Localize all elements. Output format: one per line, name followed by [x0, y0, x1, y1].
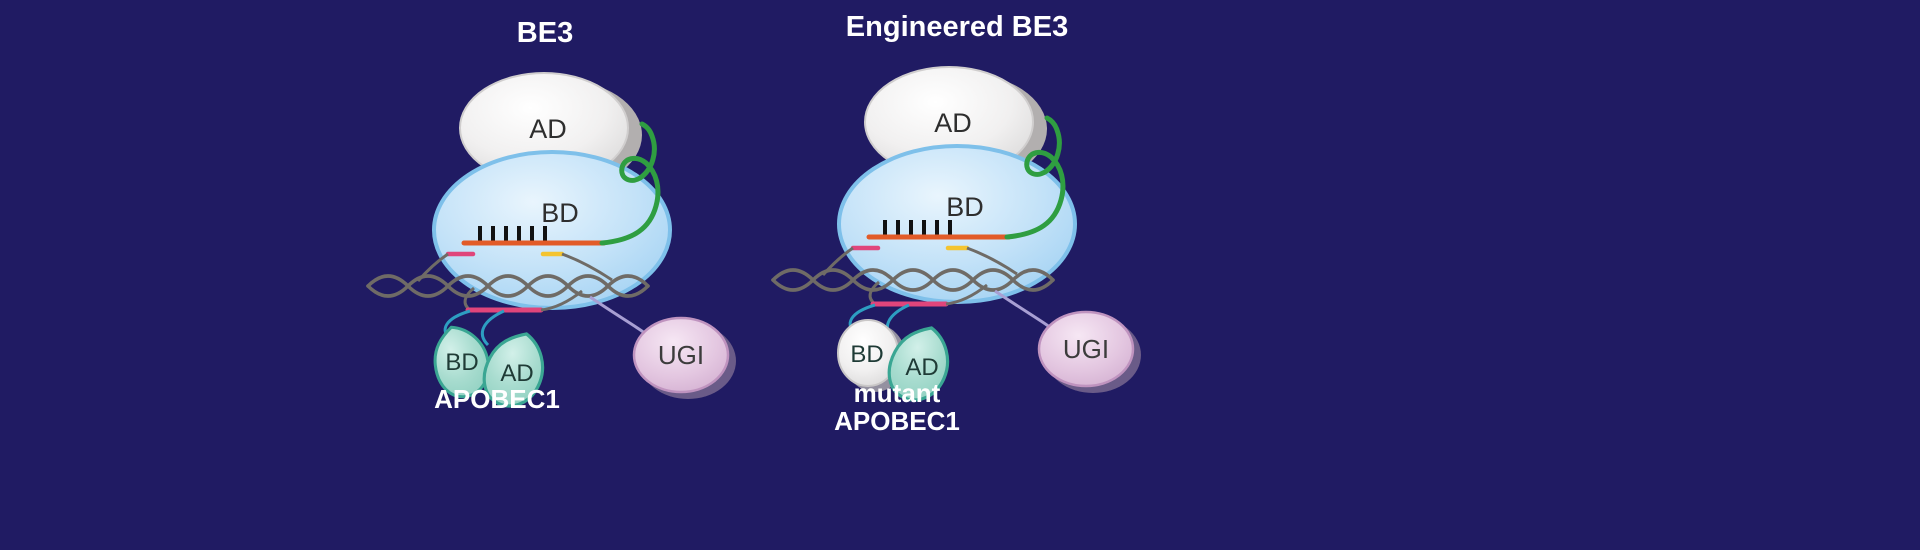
apobec-name-label: APOBEC1: [434, 384, 560, 414]
ugi-shape: [632, 316, 730, 394]
displaced-strand-curve-left: [868, 280, 880, 306]
apobec-name-line2: APOBEC1: [834, 406, 960, 436]
panel-be3: BE3 AD BD: [366, 17, 736, 414]
apobec-ad-label: AD: [500, 360, 533, 387]
apobec-name-line1: mutant: [854, 378, 941, 408]
apobec-ad-leaf: [887, 326, 950, 402]
apobec-bd-label: BD: [445, 349, 478, 376]
dna-strand-2: [771, 268, 1055, 292]
ugi-label: UGI: [1063, 334, 1109, 364]
apobec-linker-2: [481, 309, 505, 347]
displaced-strand-curve-right: [540, 289, 583, 312]
strand-connector-right: [561, 252, 613, 282]
panel-title: Engineered BE3: [846, 11, 1068, 43]
ad-domain-label: AD: [529, 114, 567, 144]
base-pair-ticks: [478, 226, 547, 243]
bd-domain-shape: [432, 150, 672, 310]
ad-domain-label: AD: [934, 108, 972, 138]
apobec-ad-label: AD: [905, 354, 938, 381]
dna-strand-2: [366, 274, 650, 298]
dna-helix: [366, 274, 650, 298]
dna-helix: [771, 268, 1055, 292]
dna-strand-1: [366, 274, 650, 298]
apobec-ad-leaf: [482, 332, 545, 408]
bd-domain-shape: [837, 144, 1077, 304]
bd-domain-label: BD: [541, 198, 579, 228]
apobec-bd-label: BD: [850, 341, 883, 368]
apobec-bd-leaf: [433, 325, 490, 399]
strand-connector-right: [966, 246, 1018, 276]
panel-engineered-be3: Engineered BE3 AD BD: [771, 11, 1141, 436]
sgrna-scaffold-line: [1004, 115, 1066, 240]
ugi-shape: [1037, 310, 1135, 388]
base-pair-ticks: [883, 220, 952, 237]
sgrna-scaffold-line: [599, 121, 661, 246]
displaced-strand-curve-left: [463, 286, 475, 312]
displaced-strand-curve-right: [945, 283, 988, 306]
bd-domain-label: BD: [946, 192, 984, 222]
ugi-label: UGI: [658, 340, 704, 370]
dna-strand-1: [771, 268, 1055, 292]
panel-title: BE3: [517, 17, 573, 49]
